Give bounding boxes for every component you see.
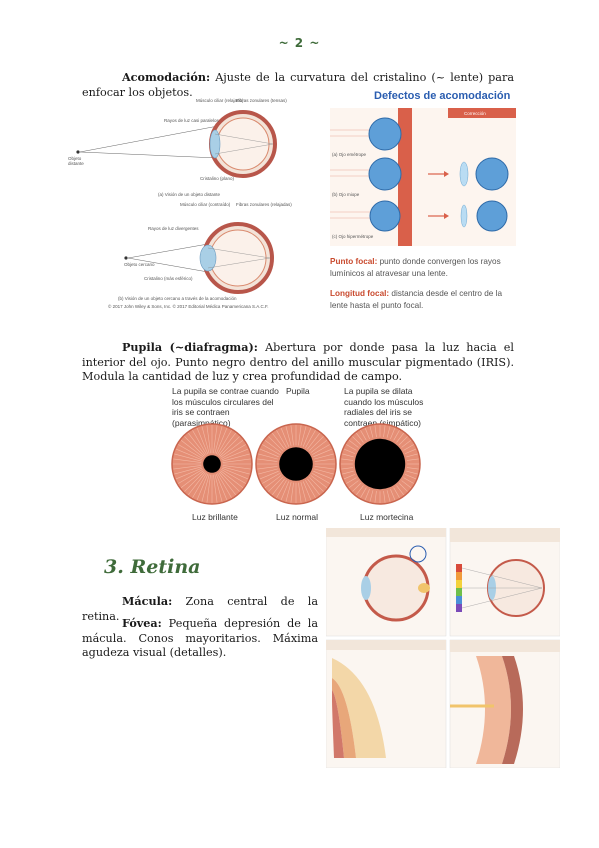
label-parallel-rays: Rayos de luz casi paralelos xyxy=(164,118,219,123)
caption-dim: Luz mortecina xyxy=(360,512,414,522)
pupil-dim-eye xyxy=(339,423,421,505)
caption-a: (a) Visión de un objeto distante xyxy=(158,192,220,197)
label-diverging-rays: Rayos de luz divergentes xyxy=(148,226,199,231)
focal-point-term: Punto focal: xyxy=(330,257,378,266)
focal-length-term: Longitud focal: xyxy=(330,289,390,298)
retina-section-title: 3. Retina xyxy=(104,556,201,578)
retina-diagram xyxy=(325,527,561,769)
label-zonular-relaxed: Fibras zonulares (relajadas) xyxy=(236,202,292,207)
caption-bright: Luz brillante xyxy=(192,512,238,522)
fovea-paragraph: Fóvea: Pequeña depresión de la mácula. C… xyxy=(82,616,318,661)
pupil-normal-eye xyxy=(255,423,337,505)
label-near-object: Objeto cercano xyxy=(124,262,155,267)
eye-accommodation-figure: Objeto distante Músculo ciliar (relajado… xyxy=(68,96,318,314)
defects-figure: Corrección (a) Ojo emétrope (b) Ojo miop… xyxy=(330,108,516,246)
pupil-bright-eye xyxy=(171,423,253,505)
label-hyperopic: (c) Ojo hipermétrope xyxy=(332,234,374,239)
focal-point-definition: Punto focal: punto donde convergen los r… xyxy=(330,256,516,279)
fovea-text: Pequeña depresión de la mácula. Conos ma… xyxy=(82,617,318,659)
label-zonular-tense: Fibras zonulares (tensas) xyxy=(236,98,287,103)
macula-paragraph: Mácula: Zona central de la retina. xyxy=(82,594,318,624)
macula-text: Zona central de la retina. xyxy=(82,595,318,623)
label-myopic: (b) Ojo miope xyxy=(332,192,360,197)
accommodation-text: Ajuste de la curvatura del cristalino (~… xyxy=(82,71,514,99)
focal-length-text: distancia desde el centro de la lente ha… xyxy=(330,289,503,310)
page-number: ~ 2 ~ xyxy=(278,36,321,50)
label-muscle-relaxed: Músculo ciliar (relajado) xyxy=(196,98,244,103)
pupil-normal xyxy=(279,447,313,481)
macula-term: Mácula: xyxy=(122,594,173,608)
label-pupil: Pupila xyxy=(286,386,310,396)
pupil-text: Abertura por donde pasa la luz hacia el … xyxy=(82,341,515,383)
fovea-term: Fóvea: xyxy=(122,616,162,630)
pupil-term: Pupila (~diafragma): xyxy=(122,340,258,354)
label-pupil-dilate: La pupila se dilata cuando los músculos … xyxy=(344,386,424,428)
label-distant-object: Objeto distante xyxy=(68,156,84,166)
label-pupil-contract: La pupila se contrae cuando los músculos… xyxy=(172,386,279,428)
caption-normal: Luz normal xyxy=(276,512,319,522)
pupil-bright xyxy=(203,455,221,473)
copyright: © 2017 John Wiley & Sons, Inc. © 2017 Ed… xyxy=(108,304,269,309)
pupil-paragraph: Pupila (~diafragma): Abertura por donde … xyxy=(82,340,514,385)
label-lens-flat: Cristalino (plano) xyxy=(200,176,235,181)
eye-accommodation-diagram xyxy=(76,110,277,294)
retina-figure xyxy=(325,527,561,769)
pupil-dim xyxy=(354,438,406,490)
defects-diagram xyxy=(330,108,516,246)
label-correction: Corrección xyxy=(464,111,486,116)
focal-point-text: punto donde convergen los rayos lumínico… xyxy=(330,257,501,278)
caption-b: (b) Visión de un objeto cercano a través… xyxy=(118,296,237,301)
pupil-figure: La pupila se contrae cuando los músculos… xyxy=(168,384,434,524)
defects-title: Defectos de acomodación xyxy=(374,90,511,102)
focal-length-definition: Longitud focal: distancia desde el centr… xyxy=(330,288,516,311)
accommodation-paragraph: Acomodación: Ajuste de la curvatura del … xyxy=(82,70,514,100)
label-muscle-contracted: Músculo ciliar (contraído) xyxy=(180,202,231,207)
label-emmetropic: (a) Ojo emétrope xyxy=(332,152,367,157)
accommodation-term: Acomodación: xyxy=(122,70,211,84)
label-lens-round: Cristalino (más esférico) xyxy=(144,276,193,281)
pupil-diagram xyxy=(171,423,421,505)
